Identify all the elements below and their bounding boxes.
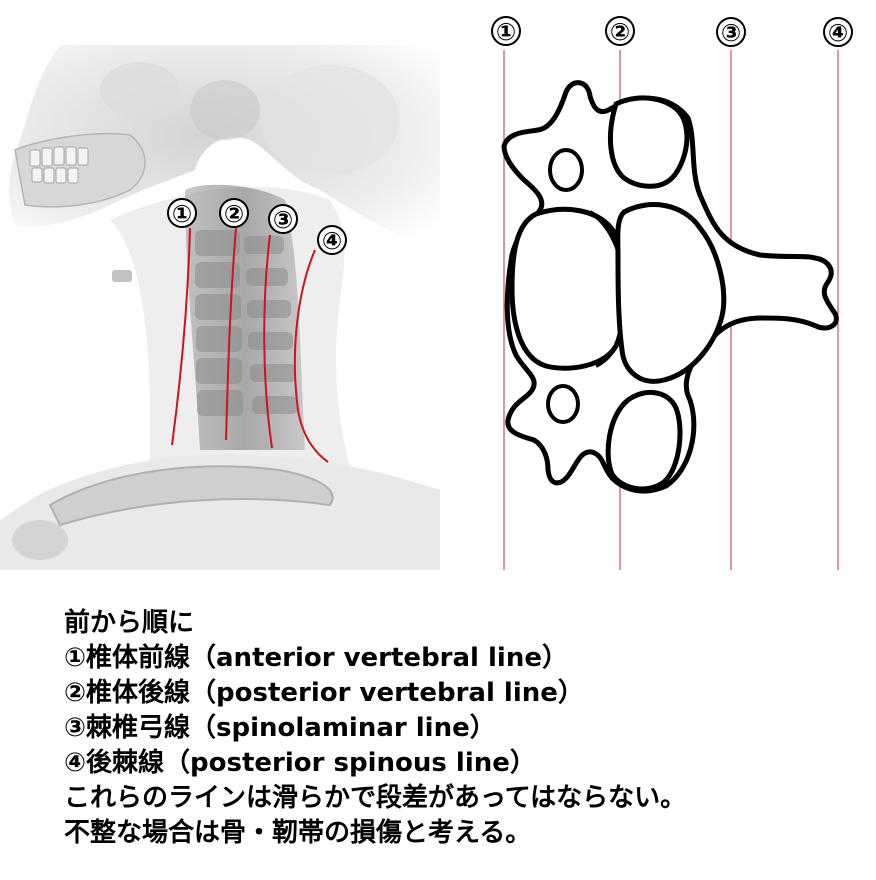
caption-heading: 前から順に — [64, 608, 195, 638]
caption-line-1: ①椎体前線（anterior vertebral line） — [64, 643, 568, 673]
transverse-foramen-bottom — [546, 384, 580, 424]
top-marker-4: ④ — [823, 17, 853, 47]
teeth — [29, 146, 89, 184]
line-3-spinolaminar — [263, 234, 273, 449]
superior-facet — [607, 95, 690, 189]
vertebrae — [195, 230, 298, 416]
caption-note-1: これらのラインは滑らかで段差があってはならない。 — [64, 783, 687, 813]
caption-note-2: 不整な場合は骨・靭帯の損傷と考える。 — [64, 818, 532, 848]
spinal-canal — [615, 202, 727, 384]
caption: 前から順に ①椎体前線（anterior vertebral line） ②椎体… — [64, 606, 864, 851]
line-2-posterior-vertebral — [225, 227, 237, 441]
caption-line-4: ④後棘線（posterior spinous line） — [64, 748, 536, 778]
left-marker-3: ③ — [268, 204, 298, 234]
svg-text:④: ④ — [322, 227, 342, 255]
top-marker-3: ③ — [716, 17, 746, 47]
transverse-foramen-top — [548, 148, 584, 192]
svg-text:③: ③ — [273, 206, 293, 234]
top-marker-1: ① — [491, 16, 521, 46]
svg-text:①: ① — [172, 200, 192, 228]
xray-panel: ① ② ③ ④ — [0, 45, 441, 570]
vertebral-body — [509, 206, 627, 371]
svg-text:①: ① — [496, 18, 516, 46]
top-marker-2: ② — [605, 16, 635, 46]
svg-text:③: ③ — [721, 19, 741, 47]
figure: ① ② ③ ④ — [0, 16, 853, 570]
svg-text:②: ② — [610, 18, 630, 46]
svg-text:④: ④ — [828, 19, 848, 47]
line-4-posterior-spinous — [293, 249, 329, 463]
inferior-facet — [605, 390, 683, 492]
line-1-anterior-vertebral — [171, 227, 191, 446]
left-marker-1: ① — [167, 198, 197, 228]
caption-line-3: ③棘椎弓線（spinolaminar line） — [64, 713, 496, 743]
vertebra-diagram: ① ② ③ ④ — [491, 16, 853, 570]
left-marker-2: ② — [219, 198, 249, 228]
svg-text:②: ② — [224, 200, 244, 228]
caption-line-2: ②椎体後線（posterior vertebral line） — [64, 678, 584, 708]
left-marker-4: ④ — [317, 225, 347, 255]
